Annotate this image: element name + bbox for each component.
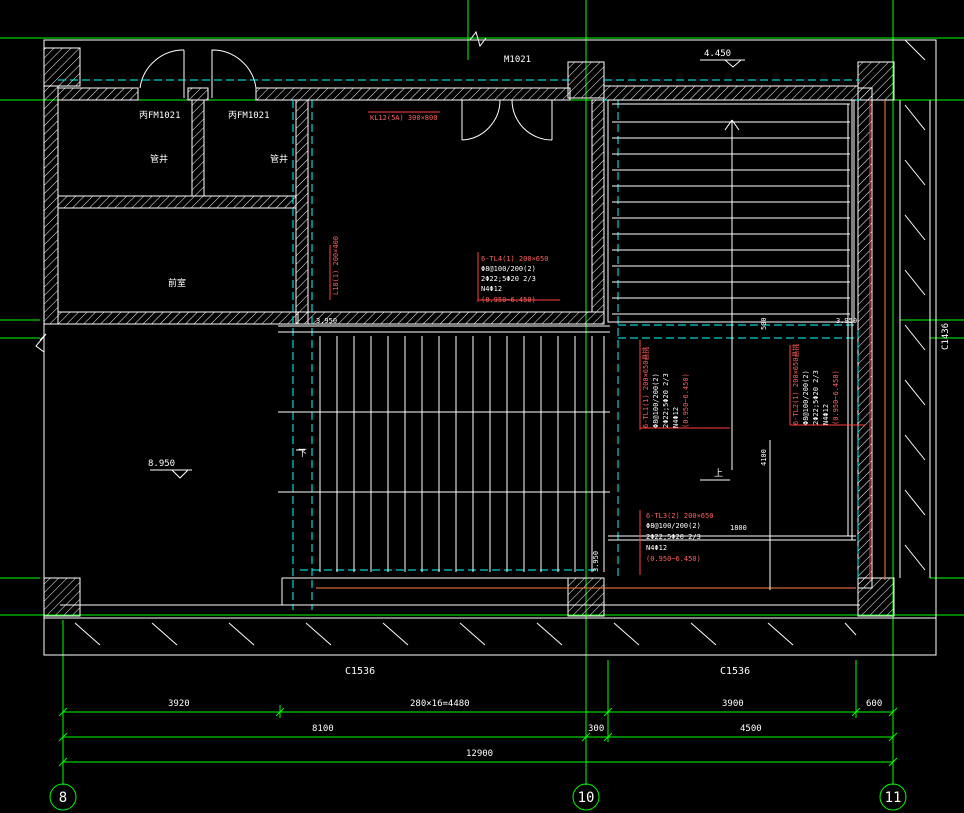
elevation-label-4450: 4.450: [704, 49, 731, 59]
stair-treads-upper: [607, 99, 855, 323]
dim-8100: 8100: [312, 724, 334, 734]
door-label-m1021: M1021: [504, 55, 531, 65]
axis-bubble-8: [49, 783, 77, 811]
dimension-texts: 3920 280×16=4480 3900 600 8100 300 4500 …: [168, 699, 882, 759]
dimension-lines: [58, 705, 898, 767]
axis-bubble-10: [572, 783, 600, 811]
window-label-left: C1536: [345, 666, 375, 677]
tl3-line-2: Φ8@100/200(2): [646, 522, 701, 530]
axis-number-10: 10: [578, 790, 595, 806]
tl3-line-5: (0.950~6.450): [646, 555, 701, 563]
stair-down-label: 下: [298, 449, 307, 459]
door-label-fm1021-a: 丙FM1021: [139, 110, 181, 121]
axis-bubble-11: [879, 783, 907, 811]
window-label-right: C1536: [720, 666, 750, 677]
beam-labels: KL12(5A) 300×800 L18(1) 200×400: [332, 114, 437, 295]
axis-number-8: 8: [59, 790, 67, 806]
window-bands: [74, 39, 931, 656]
dim-300: 300: [588, 724, 604, 734]
elevation-label-8950: 8.950: [148, 459, 175, 469]
dim-label-1800: 1800: [730, 524, 747, 532]
beam-tl4-annotation: 6-TL4(1) 200×650 Φ8@100/200(2) 2Φ22;5Φ20…: [481, 255, 548, 304]
tl3-line-1: 6-TL3(2) 200×650: [646, 512, 713, 520]
leader-lines: [150, 59, 771, 590]
red-structural-lines: [316, 100, 886, 589]
tl1-line-3: 2Φ22;5Φ20 2/3: [662, 373, 670, 428]
plan-labels: M1021 丙FM1021 丙FM1021 管井 管井 前室 4.450 8.9…: [139, 49, 951, 677]
axis-bubbles: [49, 783, 907, 811]
dim-600: 600: [866, 699, 882, 709]
tl4-line-5: (0.950~6.450): [481, 296, 536, 304]
dim-label-3950-a: 3.950: [316, 317, 337, 325]
beam-dashed-lines: [58, 79, 860, 610]
tl3-line-3: 2Φ22;5Φ20 2/3: [646, 533, 701, 541]
axis-numbers: 8 10 11: [59, 790, 902, 806]
dim-label-500: 500: [760, 317, 768, 330]
tl3-line-4: N4Φ12: [646, 544, 667, 552]
walls-hatched: [43, 47, 895, 617]
beam-tl2-annotation: 6-TL2(1) 200×650悬挑 Φ8@100/200(2) 2Φ22;5Φ…: [791, 344, 840, 425]
room-label-a: 管井: [150, 153, 168, 165]
beam-label-kl12: KL12(5A) 300×800: [370, 114, 437, 122]
window-label-side: C1436: [941, 323, 951, 350]
dim-3900: 3900: [722, 699, 744, 709]
tl2-line-5: (0.950~6.450): [832, 370, 840, 425]
tl1-line-5: (0.950~6.450): [682, 373, 690, 428]
dim-12900: 12900: [466, 749, 493, 759]
beam-label-l18: L18(1) 200×400: [332, 236, 340, 295]
dim-label-3950-b: 3.950: [836, 317, 857, 325]
tl2-line-3: 2Φ22;5Φ20 2/3: [812, 370, 820, 425]
room-label-c: 前室: [168, 277, 186, 289]
break-marks: [35, 30, 487, 353]
room-label-b: 管井: [270, 153, 288, 165]
axis-number-11: 11: [885, 790, 902, 806]
tl2-line-1: 6-TL2(1) 200×650悬挑: [791, 344, 800, 425]
tl1-line-4: N4Φ12: [672, 407, 680, 428]
dim-4500: 4500: [740, 724, 762, 734]
tl1-line-1: 6-TL1(1) 200×650悬挑: [641, 347, 650, 428]
stair-right-rail: [608, 100, 856, 541]
stair-treads-lower: [278, 325, 610, 605]
beam-tl3-annotation: 6-TL3(2) 200×650 Φ8@100/200(2) 2Φ22;5Φ20…: [646, 512, 713, 563]
dim-3920: 3920: [168, 699, 190, 709]
tl4-line-2: Φ8@100/200(2): [481, 265, 536, 273]
tl4-line-4: N4Φ12: [481, 285, 502, 293]
stair-up-label: 上: [714, 468, 723, 479]
door-label-fm1021-b: 丙FM1021: [228, 110, 270, 121]
tl2-line-4: N4Φ12: [822, 404, 830, 425]
tl4-line-1: 6-TL4(1) 200×650: [481, 255, 548, 263]
beam-tl1-annotation: 6-TL1(1) 200×650悬挑 Φ8@100/200(2) 2Φ22;5Φ…: [641, 347, 690, 428]
tl4-line-3: 2Φ22;5Φ20 2/3: [481, 275, 536, 283]
tl2-line-2: Φ8@100/200(2): [802, 370, 810, 425]
dim-label-4100: 4100: [760, 449, 768, 466]
dim-label-3950-c: 3.950: [592, 551, 600, 572]
tl1-line-2: Φ8@100/200(2): [652, 373, 660, 428]
dim-280x16: 280×16=4480: [410, 699, 470, 709]
